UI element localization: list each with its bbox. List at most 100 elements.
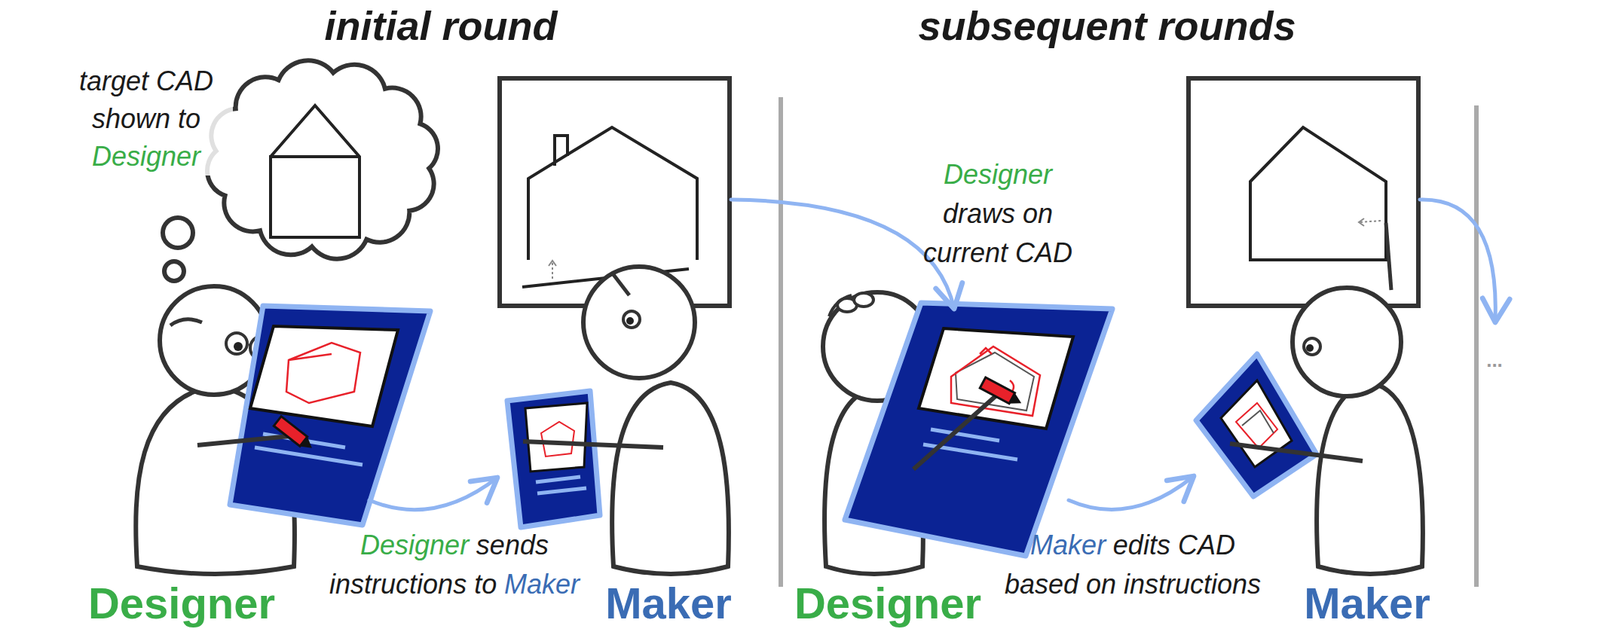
drawing-stroke xyxy=(611,382,729,575)
drawing-stroke xyxy=(369,477,498,511)
continuation-dots: ... xyxy=(1486,348,1503,373)
drawing-stroke xyxy=(611,272,630,296)
drawing-stroke xyxy=(273,416,308,447)
instruction-text: based on instructions xyxy=(1004,569,1261,601)
drawing-stroke xyxy=(829,295,852,317)
drawing-stroke xyxy=(583,266,695,379)
drawing-stroke xyxy=(1009,393,1025,410)
role-name: Maker xyxy=(1303,578,1431,629)
drawing-stroke xyxy=(918,328,1074,429)
drawing-stroke xyxy=(507,391,600,528)
drawing-stroke xyxy=(229,305,431,526)
drawing-stroke xyxy=(551,262,554,279)
cad-board xyxy=(1188,78,1419,306)
maker-figure xyxy=(583,266,729,575)
drawing-stroke xyxy=(1196,354,1317,497)
role-name: Designer xyxy=(88,578,276,629)
cloud-caption: target CAD shown to xyxy=(59,62,233,138)
divider xyxy=(778,97,784,588)
thought-bubble xyxy=(164,261,184,282)
drawing-stroke xyxy=(1242,410,1274,434)
drawing-stroke xyxy=(254,447,363,466)
thought-cloud: target CAD shown toDesigner xyxy=(59,56,444,264)
drawing-stroke xyxy=(1188,78,1419,306)
instruction-text: sends xyxy=(476,529,549,562)
maker-figure xyxy=(1292,223,1423,575)
drawing-stroke xyxy=(979,377,1015,404)
text-line: draws on xyxy=(942,198,1053,230)
designer-tablet xyxy=(229,305,431,526)
drawing-stroke xyxy=(955,352,1035,411)
cloud-text: target CAD shown toDesigner xyxy=(59,62,233,176)
role-word: Maker xyxy=(504,569,580,601)
drawing-stroke xyxy=(1385,223,1392,291)
drawing-stroke xyxy=(170,319,202,326)
target-house xyxy=(270,105,360,238)
text-line: current CAD xyxy=(923,237,1073,270)
designer-tablet xyxy=(844,302,1113,557)
drawing-stroke xyxy=(541,422,575,457)
drawing-stroke xyxy=(1235,403,1278,449)
role-word: Designer xyxy=(360,529,469,562)
text-line: Designersends xyxy=(360,529,549,562)
maker-tablet xyxy=(1196,354,1317,497)
drawing-stroke xyxy=(1292,287,1402,397)
role-name: Designer xyxy=(794,578,982,629)
text-line: initial round xyxy=(324,2,558,49)
cloud-caption: Designer xyxy=(59,137,233,176)
text-line: Maker xyxy=(605,578,732,629)
arm xyxy=(523,441,664,448)
round-title: initial round xyxy=(324,2,558,49)
drawing-stroke xyxy=(537,488,587,494)
drawing-stroke xyxy=(286,342,361,404)
drawing-stroke xyxy=(623,311,640,328)
drawing-stroke xyxy=(930,429,1000,441)
drawing-stroke xyxy=(299,437,316,453)
flow-arrow xyxy=(369,199,1496,511)
drawing-stroke xyxy=(1359,220,1381,223)
drawing-stroke xyxy=(554,135,568,166)
drawing-stroke xyxy=(853,293,874,307)
role-word: Designer xyxy=(943,159,1053,191)
drawing-stroke xyxy=(525,403,588,472)
instruction-text: current CAD xyxy=(923,237,1073,270)
text-line: Makeredits CAD xyxy=(1030,529,1236,562)
drawing-stroke xyxy=(1316,382,1423,575)
drawing-stroke xyxy=(226,333,248,355)
text-line: Maker xyxy=(1303,578,1431,629)
cloud-group xyxy=(207,60,438,259)
drawing-stroke xyxy=(1306,344,1314,352)
cloud-outline xyxy=(207,60,438,259)
drawing-stroke xyxy=(844,302,1113,557)
round-title: subsequent rounds xyxy=(917,2,1296,49)
instruction-text: edits CAD xyxy=(1113,529,1236,562)
text-line: instructions toMaker xyxy=(329,569,580,601)
pen xyxy=(979,377,1025,409)
drawing-stroke xyxy=(1250,127,1386,261)
drawing-stroke xyxy=(1068,476,1194,510)
text-line: subsequent rounds xyxy=(917,2,1296,49)
drawing-stroke xyxy=(626,317,634,325)
arm xyxy=(1229,443,1363,462)
text-line: Designer xyxy=(88,578,276,629)
text-line: Designer xyxy=(943,159,1053,191)
drawing-stroke xyxy=(548,260,557,267)
instruction-text: instructions to xyxy=(329,569,497,601)
arm xyxy=(913,395,997,470)
drawing-stroke xyxy=(1419,199,1496,323)
maker-tablet xyxy=(507,391,600,528)
pen xyxy=(273,416,316,453)
drawing-stroke xyxy=(535,477,581,483)
role-name: Maker xyxy=(605,578,732,629)
drawing-stroke xyxy=(731,199,955,309)
text-line: based on instructions xyxy=(1004,569,1261,601)
drawing-stroke xyxy=(250,326,398,427)
role-word: Maker xyxy=(1030,529,1106,562)
drawing-stroke xyxy=(1358,218,1365,227)
text-line: ... xyxy=(1486,348,1503,373)
divider xyxy=(1474,105,1479,588)
drawing-stroke xyxy=(1303,338,1321,355)
drawing-stroke xyxy=(233,342,243,352)
drawing-stroke xyxy=(951,346,1041,417)
